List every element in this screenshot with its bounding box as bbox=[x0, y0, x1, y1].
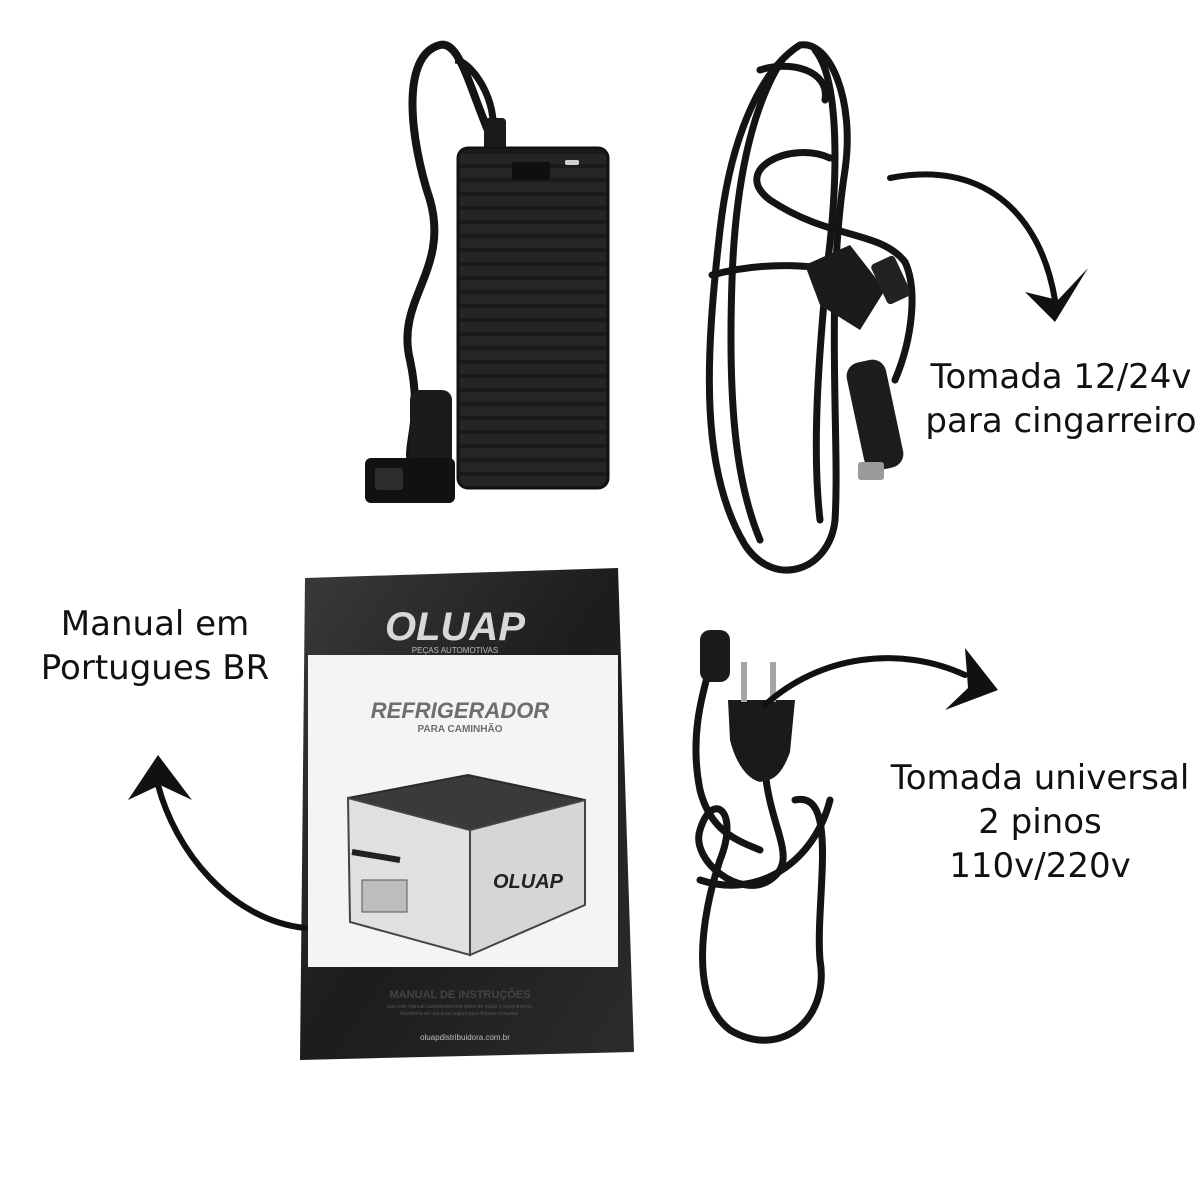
arrow-icon bbox=[887, 171, 1088, 322]
booklet-note-1: Leia este manual cuidadosamente antes de… bbox=[386, 1004, 533, 1010]
plug-icon bbox=[728, 662, 795, 782]
fridge-illustration: OLUAP bbox=[346, 773, 586, 957]
fridge-brand: OLUAP bbox=[493, 871, 564, 893]
booklet-brand: OLUAP bbox=[385, 605, 525, 649]
caption-universal-plug: Tomada universal 2 pinos 110v/220v bbox=[880, 756, 1200, 888]
arrow-icon bbox=[762, 648, 998, 710]
universal-power-cable bbox=[692, 656, 834, 1044]
booklet-subtitle: PARA CAMINHÃO bbox=[418, 722, 503, 735]
booklet-website: oluapdistribuidora.com.br bbox=[420, 1033, 510, 1042]
cigarette-plug-icon bbox=[846, 359, 904, 480]
booklet-section: MANUAL DE INSTRUÇÕES bbox=[390, 988, 531, 1001]
booklet-brand-subtitle: PEÇAS AUTOMOTIVAS bbox=[412, 646, 498, 655]
caption-line: Tomada 12/24v bbox=[930, 357, 1192, 397]
booklet-title: REFRIGERADOR bbox=[371, 698, 550, 723]
caption-manual: Manual em Portugues BR bbox=[20, 602, 290, 690]
caption-cigarette-socket: Tomada 12/24v para cingarreiro bbox=[922, 355, 1200, 443]
caption-line: 2 pinos bbox=[978, 802, 1102, 842]
cigarette-lighter-cable bbox=[705, 41, 916, 574]
manual-booklet: OLUAP PEÇAS AUTOMOTIVAS REFRIGERADOR PAR… bbox=[300, 568, 634, 1060]
booklet-note-2: Mantenha em um local seguro para futuras… bbox=[400, 1011, 519, 1017]
caption-line: para cingarreiro bbox=[925, 401, 1197, 441]
power-adapter bbox=[365, 40, 610, 503]
plug-icon bbox=[805, 245, 911, 330]
caption-line: Portugues BR bbox=[40, 648, 270, 688]
caption-line: 110v/220v bbox=[949, 846, 1131, 886]
arrow-icon bbox=[128, 755, 308, 931]
caption-line: Tomada universal bbox=[890, 758, 1190, 798]
caption-line: Manual em bbox=[60, 604, 250, 644]
connector-icon bbox=[700, 630, 730, 682]
